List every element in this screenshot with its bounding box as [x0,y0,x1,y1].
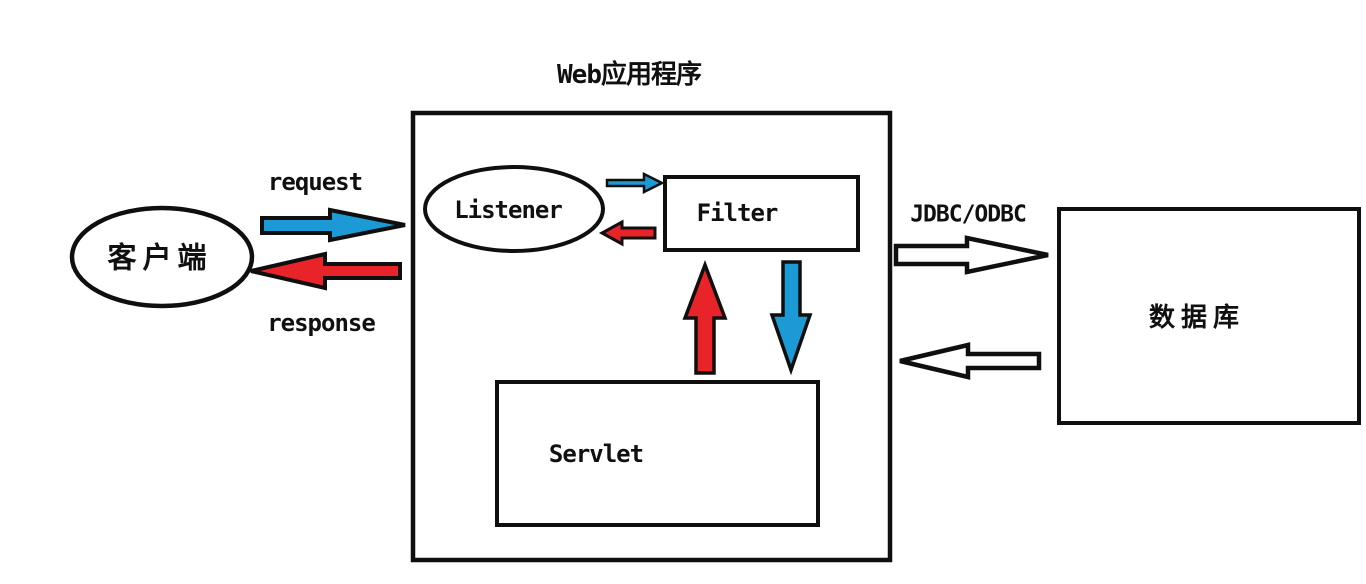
servlet-label: Servlet [548,440,644,468]
filter-to-servlet-arrow [769,260,813,376]
listener-to-filter-arrow [605,171,665,195]
database-to-webapp-arrow [899,342,1042,380]
jdbc-odbc-label: JDBC/ODBC [910,201,1027,228]
filter-to-listener-arrow [598,219,657,247]
filter-node-box [663,175,860,252]
request-label: request [267,168,363,196]
response-arrow [250,251,402,291]
listener-node-ellipse [423,165,605,253]
client-node-ellipse [69,205,255,309]
response-label: response [267,309,376,337]
listener-label: Listener [454,196,563,224]
request-arrow [260,207,406,243]
webapp-title: Web应用程序 [557,60,702,90]
database-label: 数据库 [1148,303,1246,333]
servlet-to-filter-arrow [682,260,728,375]
database-node-box [1057,207,1361,425]
filter-label: Filter [696,199,779,227]
servlet-node-box [495,380,820,527]
webapp-to-database-arrow [893,235,1049,275]
client-label: 客户端 [107,240,213,275]
